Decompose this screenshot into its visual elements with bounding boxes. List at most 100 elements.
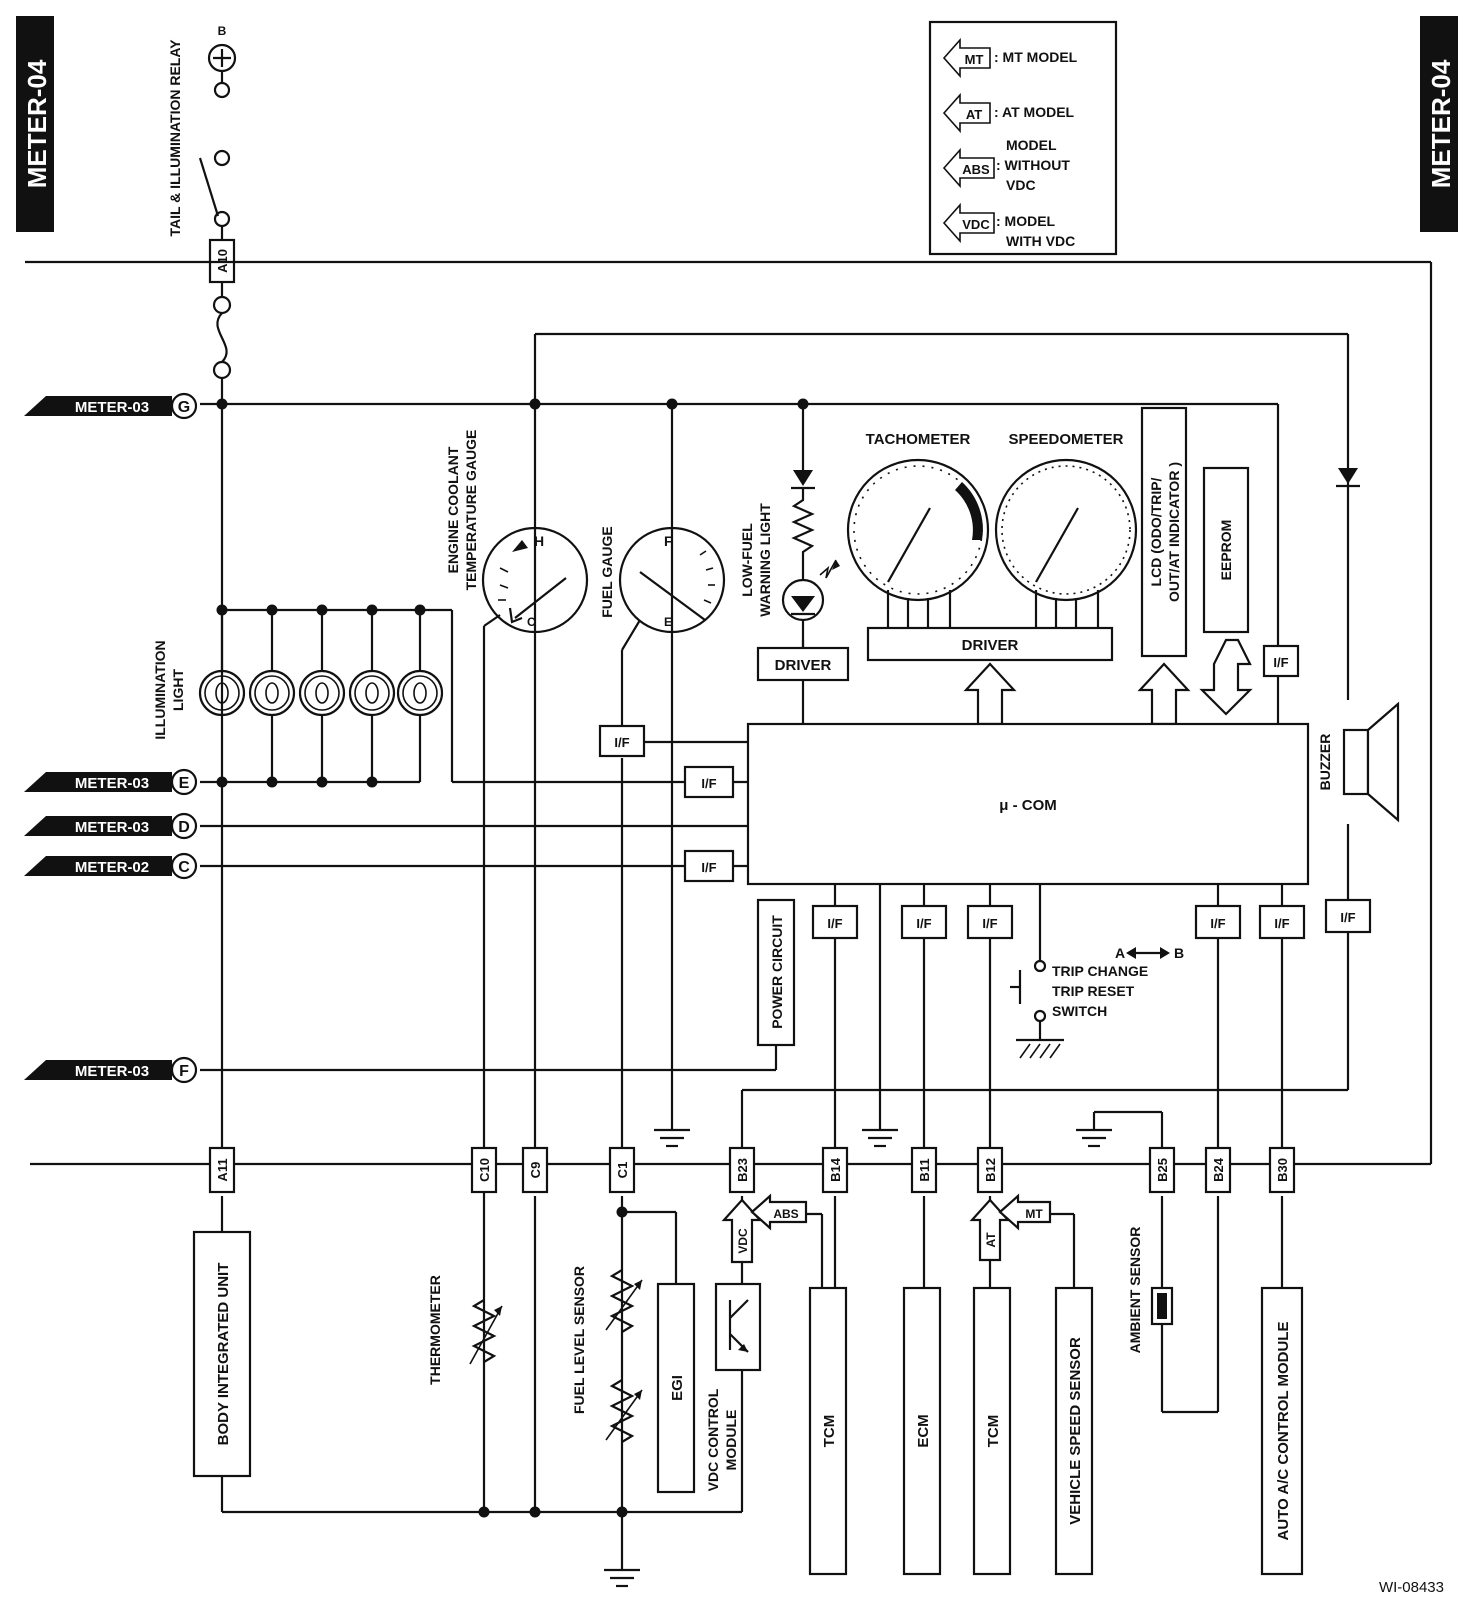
svg-text:H: H (534, 533, 544, 549)
interface-b11: I/F (900, 904, 948, 940)
connector-b25: B25 (1148, 1146, 1176, 1194)
auto-ac-control-module[interactable]: AUTO A/C CONTROL MODULE (1260, 1286, 1304, 1576)
svg-text:C10: C10 (477, 1158, 492, 1182)
svg-text:VDC CONTROL: VDC CONTROL (705, 1388, 721, 1491)
illumination-bulb-5 (396, 610, 444, 782)
tcm-right[interactable]: TCM (972, 1286, 1012, 1576)
svg-text:: AT MODEL: : AT MODEL (994, 104, 1075, 120)
svg-text:DRIVER: DRIVER (962, 637, 1019, 654)
svg-text:B12: B12 (983, 1158, 998, 1182)
svg-text:A: A (1115, 945, 1125, 961)
svg-text:: MT MODEL: : MT MODEL (994, 49, 1078, 65)
svg-text:EEPROM: EEPROM (1218, 520, 1234, 581)
svg-text:SWITCH: SWITCH (1052, 1003, 1107, 1019)
tcm-left[interactable]: TCM (808, 1286, 848, 1576)
svg-text:B30: B30 (1275, 1158, 1290, 1182)
speedometer: SPEEDOMETER (994, 431, 1138, 628)
svg-text:C: C (178, 859, 190, 876)
interface-buzzer: I/F (1324, 898, 1372, 934)
fuse (212, 295, 232, 380)
svg-text:B25: B25 (1155, 1158, 1170, 1182)
interface-eeprom-side: I/F (1262, 644, 1300, 678)
reference-meter-03-d[interactable]: METER-03 D (24, 812, 198, 840)
legend-item-abs: ABS MODEL : WITHOUT VDC (942, 137, 1070, 193)
fuel-level-sensor: FUEL LEVEL SENSOR (571, 1266, 643, 1443)
svg-text:THERMOMETER: THERMOMETER (427, 1275, 443, 1385)
svg-text:VEHICLE SPEED SENSOR: VEHICLE SPEED SENSOR (1067, 1337, 1084, 1525)
svg-text:WITH VDC: WITH VDC (1006, 233, 1075, 249)
svg-text:ECM: ECM (915, 1414, 932, 1447)
svg-text:FUEL GAUGE: FUEL GAUGE (599, 526, 615, 618)
illumination-bulb-3 (298, 610, 346, 782)
vehicle-speed-sensor[interactable]: VEHICLE SPEED SENSOR (1054, 1286, 1094, 1576)
egi[interactable]: EGI (656, 1282, 696, 1494)
svg-text:TAIL & ILLUMINATION RELAY: TAIL & ILLUMINATION RELAY (167, 39, 183, 237)
svg-text:WARNING LIGHT: WARNING LIGHT (757, 503, 773, 617)
illumination-bulb-1 (198, 610, 246, 717)
svg-text:C: C (527, 615, 536, 629)
svg-text:I/F: I/F (1210, 916, 1225, 931)
connector-c1: C1 (608, 1146, 636, 1194)
arrow-ucom-to-driver (963, 662, 1017, 726)
power-circuit: POWER CIRCUIT (756, 898, 796, 1047)
svg-text:TRIP RESET: TRIP RESET (1052, 983, 1135, 999)
arrow-ucom-to-lcd (1137, 662, 1191, 726)
reference-meter-03-g[interactable]: METER-03 G (24, 392, 198, 420)
svg-text:ILLUMINATION: ILLUMINATION (152, 640, 168, 739)
svg-text:G: G (178, 399, 190, 416)
ground-fuel-sensor (604, 1568, 640, 1588)
svg-text:F: F (179, 1063, 189, 1080)
lcd-display: LCD (ODO/TRIP/ OUT/AT INDICATOR ) (1140, 406, 1188, 658)
svg-text:F: F (664, 533, 673, 549)
svg-text:I/F: I/F (1274, 916, 1289, 931)
svg-text:TCM: TCM (985, 1415, 1002, 1448)
svg-text:B23: B23 (735, 1158, 750, 1182)
svg-text:I/F: I/F (916, 916, 931, 931)
tachometer: TACHOMETER (846, 431, 990, 628)
svg-text:SPEEDOMETER: SPEEDOMETER (1008, 431, 1123, 448)
ground-ucom (862, 1128, 898, 1148)
svg-text:I/F: I/F (701, 860, 716, 875)
svg-text:A11: A11 (215, 1158, 230, 1181)
svg-text:METER-03: METER-03 (75, 775, 149, 792)
svg-text:: MODEL: : MODEL (996, 213, 1056, 229)
svg-text:LOW-FUEL: LOW-FUEL (739, 523, 755, 597)
connector-b30: B30 (1268, 1146, 1296, 1194)
body-integrated-unit[interactable]: BODY INTEGRATED UNIT (192, 1230, 252, 1478)
trip-switch[interactable]: A B TRIP CHANGE TRIP RESET SWITCH (1010, 945, 1184, 1059)
svg-text:VDC: VDC (962, 217, 990, 232)
svg-text:AT: AT (984, 1232, 998, 1248)
model-tag-abs: ABS (750, 1193, 808, 1231)
svg-text:MT: MT (1025, 1207, 1043, 1221)
svg-text:I/F: I/F (982, 916, 997, 931)
vdc-control-module[interactable]: VDC CONTROL MODULE (705, 1282, 762, 1491)
svg-text:LCD (ODO/TRIP/: LCD (ODO/TRIP/ (1148, 477, 1164, 586)
svg-text:I/F: I/F (1273, 655, 1288, 670)
reference-meter-03-e[interactable]: METER-03 E (24, 768, 198, 796)
ecm[interactable]: ECM (902, 1286, 942, 1576)
connector-b24: B24 (1204, 1146, 1232, 1194)
diode-buzzer-line (1336, 468, 1360, 488)
svg-text:MT: MT (965, 52, 984, 67)
title-badge-right: METER-04 (1420, 16, 1458, 232)
driver-meters: DRIVER (866, 626, 1114, 662)
ground-b25 (1076, 1128, 1112, 1148)
svg-text:BUZZER: BUZZER (1317, 734, 1333, 791)
arrow-ucom-eeprom (1199, 638, 1253, 716)
svg-text:ABS: ABS (962, 162, 990, 177)
svg-text:BODY INTEGRATED UNIT: BODY INTEGRATED UNIT (215, 1263, 232, 1446)
svg-text:AUTO A/C CONTROL MODULE: AUTO A/C CONTROL MODULE (1275, 1322, 1292, 1541)
svg-text:METER-04: METER-04 (22, 59, 52, 188)
svg-text:I/F: I/F (1340, 910, 1355, 925)
fuel-gauge: FUEL GAUGE F E (599, 526, 726, 673)
model-tag-at: AT (969, 1198, 1011, 1262)
svg-text:METER-04: METER-04 (1426, 59, 1456, 188)
reference-meter-02-c[interactable]: METER-02 C (24, 852, 198, 880)
interface-b14: I/F (811, 904, 859, 940)
svg-text:B: B (218, 24, 227, 38)
battery-supply: B (207, 24, 237, 99)
reference-meter-03-f[interactable]: METER-03 F (24, 1056, 198, 1084)
svg-text:μ - COM: μ - COM (999, 797, 1057, 814)
svg-text:B11: B11 (917, 1158, 932, 1181)
svg-text:MODULE: MODULE (723, 1410, 739, 1471)
